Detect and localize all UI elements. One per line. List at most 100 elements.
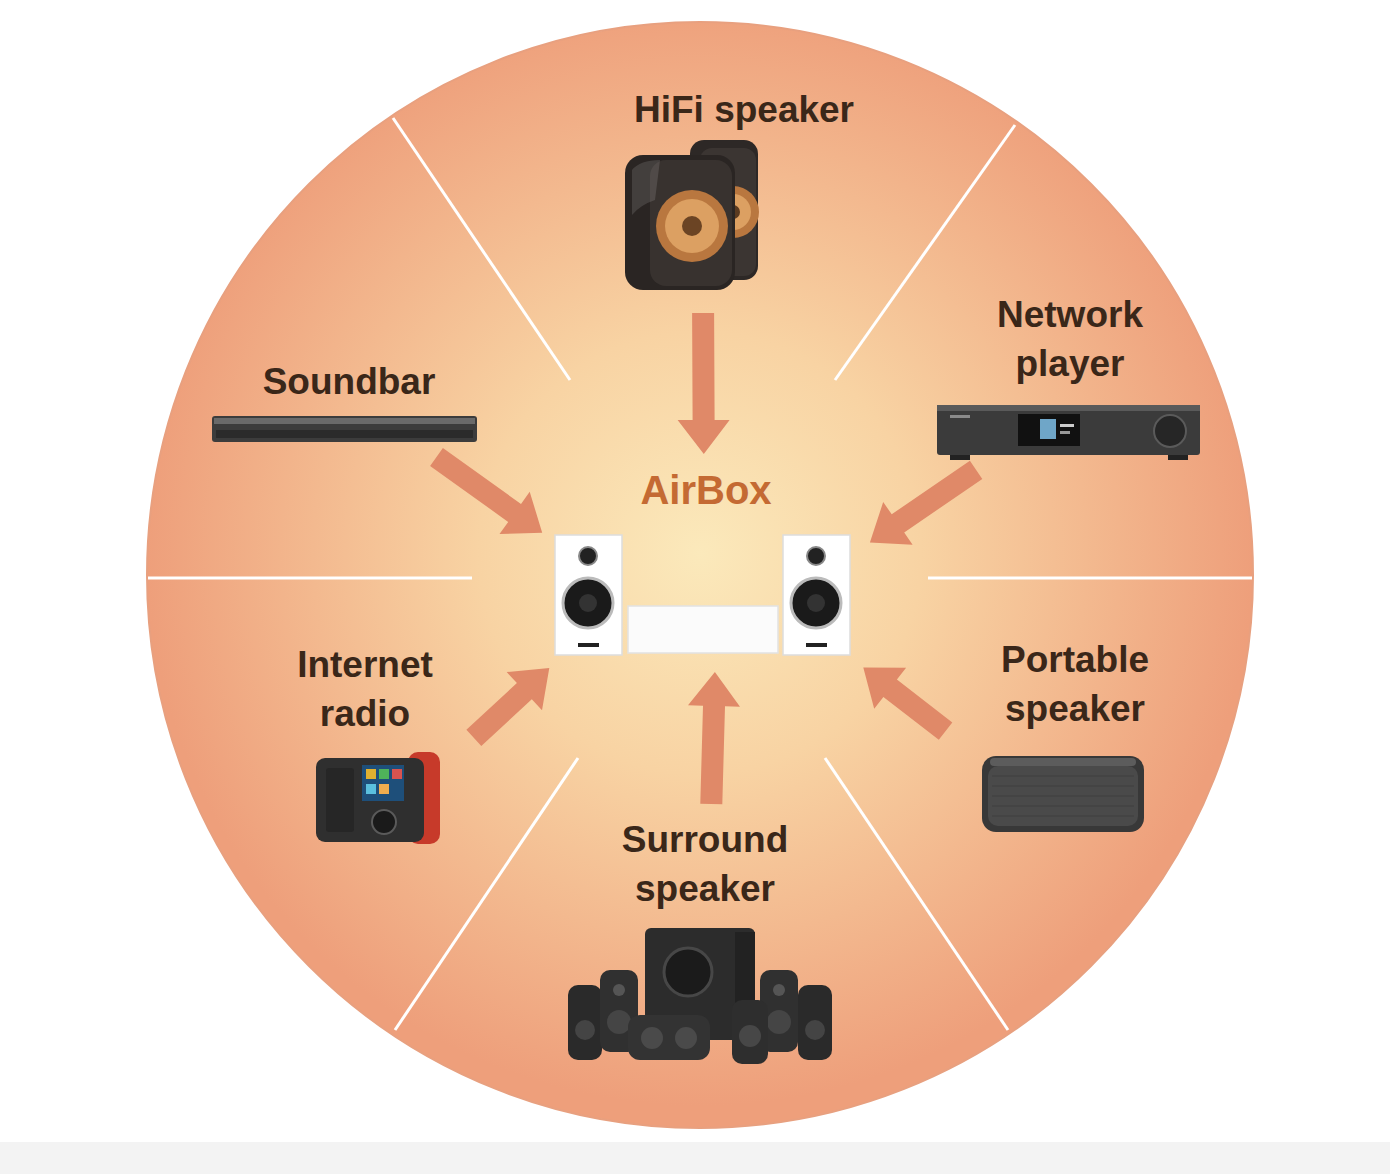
satellite-driver bbox=[739, 1025, 761, 1047]
screen-icon bbox=[379, 784, 389, 794]
portable-speaker-illustration bbox=[982, 756, 1144, 832]
player-knob bbox=[1154, 415, 1186, 447]
satellite-driver bbox=[575, 1020, 595, 1040]
player-logo bbox=[950, 415, 970, 418]
background-disc bbox=[147, 22, 1253, 1128]
satellite-tweeter bbox=[773, 984, 785, 996]
divider-line bbox=[928, 577, 1252, 580]
soundbar-grille bbox=[216, 430, 473, 438]
woofer bbox=[563, 578, 613, 628]
hifi-speaker-illustration bbox=[625, 140, 759, 290]
hub-label: AirBox bbox=[556, 466, 856, 514]
screen-icon bbox=[366, 784, 376, 794]
tweeter bbox=[807, 547, 825, 565]
speaker-face bbox=[650, 160, 732, 286]
screen-icon bbox=[379, 769, 389, 779]
grille-line bbox=[992, 796, 1134, 797]
portable-top bbox=[990, 758, 1136, 766]
surround-speaker-illustration bbox=[568, 928, 832, 1064]
player-body bbox=[937, 405, 1200, 455]
display-line bbox=[1060, 431, 1070, 434]
player-foot bbox=[950, 455, 970, 460]
satellite-driver bbox=[607, 1010, 631, 1034]
grille-lines bbox=[992, 776, 1134, 816]
device-label: Portable speaker bbox=[960, 636, 1190, 734]
device-node: Soundbar bbox=[205, 358, 493, 450]
device-node: Portable speaker bbox=[955, 636, 1195, 841]
device-node: HiFi speaker bbox=[580, 86, 908, 301]
flow-arrow bbox=[870, 461, 982, 545]
center-driver bbox=[675, 1027, 697, 1049]
airbox-speaker bbox=[555, 535, 622, 655]
player-display bbox=[1018, 414, 1080, 446]
device-node: Network player bbox=[930, 291, 1210, 463]
satellite-speaker bbox=[798, 985, 832, 1060]
gloss-highlight bbox=[632, 160, 660, 215]
center-driver bbox=[641, 1027, 663, 1049]
driver-cone bbox=[665, 199, 719, 253]
woofer-center bbox=[807, 594, 825, 612]
center-speaker bbox=[628, 1015, 710, 1060]
device-label: Soundbar bbox=[209, 358, 489, 407]
flow-arrow bbox=[430, 448, 542, 534]
flow-arrow bbox=[863, 667, 952, 739]
soundbar-top bbox=[214, 418, 475, 424]
flow-arrow bbox=[678, 313, 730, 454]
radio-screen bbox=[362, 765, 404, 801]
network-player-illustration bbox=[937, 405, 1200, 460]
grille-line bbox=[992, 816, 1134, 817]
driver-center bbox=[682, 216, 702, 236]
internet-radio-illustration bbox=[316, 752, 440, 844]
airbox-unit bbox=[628, 606, 778, 653]
tweeter bbox=[579, 547, 597, 565]
soundbar-illustration bbox=[212, 416, 477, 442]
flow-arrow bbox=[466, 668, 549, 746]
satellite-driver bbox=[805, 1020, 825, 1040]
device-node: Surround speaker bbox=[555, 816, 855, 1071]
display-art bbox=[1040, 419, 1056, 439]
satellite-tweeter bbox=[613, 984, 625, 996]
flow-arrow bbox=[688, 672, 740, 804]
hub-node: AirBox bbox=[552, 466, 860, 660]
player-top bbox=[937, 405, 1200, 411]
device-label: Surround speaker bbox=[585, 816, 825, 914]
divider-line bbox=[825, 758, 1008, 1030]
screen-icon bbox=[392, 769, 402, 779]
portable-body bbox=[982, 756, 1144, 832]
grille-line bbox=[992, 776, 1134, 777]
grille-line bbox=[992, 786, 1134, 787]
radio-body bbox=[316, 758, 424, 842]
radio-grille bbox=[326, 768, 354, 832]
speaker-port bbox=[578, 643, 599, 647]
divider-line bbox=[148, 577, 472, 580]
portable-grille bbox=[988, 766, 1138, 826]
sector-dividers bbox=[148, 118, 1252, 1030]
airbox-illustration bbox=[555, 535, 850, 655]
display-line bbox=[1060, 424, 1074, 427]
satellite-speaker bbox=[732, 1000, 768, 1064]
device-node: Internet radio bbox=[265, 641, 465, 851]
satellite-speaker bbox=[568, 985, 602, 1060]
woofer bbox=[791, 578, 841, 628]
device-label: HiFi speaker bbox=[584, 86, 904, 135]
airbox-speaker bbox=[783, 535, 850, 655]
device-label: Network player bbox=[955, 291, 1185, 389]
subwoofer-driver bbox=[664, 948, 712, 996]
device-label: Internet radio bbox=[270, 641, 460, 739]
screen-icon bbox=[366, 769, 376, 779]
speaker-cabinet bbox=[625, 155, 735, 290]
bottom-band bbox=[0, 1142, 1390, 1174]
soundbar-body bbox=[212, 416, 477, 442]
speaker-port bbox=[806, 643, 827, 647]
radio-knob bbox=[372, 810, 396, 834]
driver bbox=[656, 190, 728, 262]
player-foot bbox=[1168, 455, 1188, 460]
divider-line bbox=[835, 125, 1015, 380]
divider-line bbox=[393, 118, 570, 380]
grille-line bbox=[992, 806, 1134, 807]
woofer-center bbox=[579, 594, 597, 612]
satellite-driver bbox=[767, 1010, 791, 1034]
